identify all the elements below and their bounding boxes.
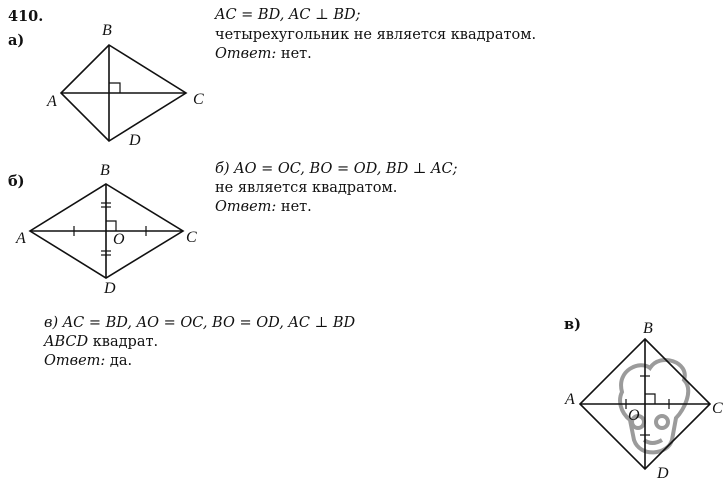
- figure-b: [28, 183, 185, 279]
- problem-number: 410.: [8, 8, 44, 25]
- point-c-label: C: [186, 229, 197, 246]
- point-d-label: D: [657, 465, 669, 482]
- point-b-label: B: [643, 320, 653, 337]
- point-d-label: D: [104, 280, 116, 297]
- watermark-face: [618, 358, 691, 455]
- conclusion-text: квадрат.: [92, 334, 159, 350]
- part-c-marker: в): [564, 316, 581, 333]
- part-b-condition: б) AO = OC, BO = OD, BD ⊥ AC;: [215, 161, 458, 177]
- answer-label: Ответ:: [215, 46, 277, 62]
- point-a-label: A: [47, 93, 57, 110]
- answer-label: Ответ:: [215, 199, 277, 215]
- answer-label: Ответ:: [44, 353, 106, 369]
- part-b-conclusion: не является квадратом.: [215, 180, 398, 196]
- figure-c: [578, 337, 712, 471]
- part-a-condition: AC = BD, AC ⊥ BD;: [215, 7, 361, 23]
- part-b-marker: б): [8, 173, 25, 190]
- answer-value: нет.: [280, 46, 312, 62]
- point-a-label: A: [565, 391, 575, 408]
- part-a-conclusion: четырехугольник не является квадратом.: [215, 27, 537, 43]
- part-c-condition: в) AC = BD, AO = OC, BO = OD, AC ⊥ BD: [44, 315, 356, 331]
- part-b-answer: Ответ: нет.: [215, 198, 312, 216]
- point-o-label: O: [628, 407, 640, 424]
- point-d-label: D: [129, 132, 141, 149]
- part-a-marker: а): [8, 32, 25, 49]
- point-c-label: C: [712, 400, 723, 417]
- point-a-label: A: [16, 230, 26, 247]
- part-a-answer: Ответ: нет.: [215, 45, 312, 63]
- part-c-conclusion: ABCD квадрат.: [44, 333, 158, 351]
- point-c-label: C: [193, 91, 204, 108]
- point-o-label: O: [113, 231, 125, 248]
- answer-value: нет.: [280, 199, 312, 215]
- point-b-label: B: [102, 22, 112, 39]
- part-c-answer: Ответ: да.: [44, 352, 132, 370]
- figure-a: [59, 43, 188, 143]
- point-b-label: B: [100, 162, 110, 179]
- answer-value: да.: [109, 353, 133, 369]
- figure-name: ABCD: [44, 334, 89, 350]
